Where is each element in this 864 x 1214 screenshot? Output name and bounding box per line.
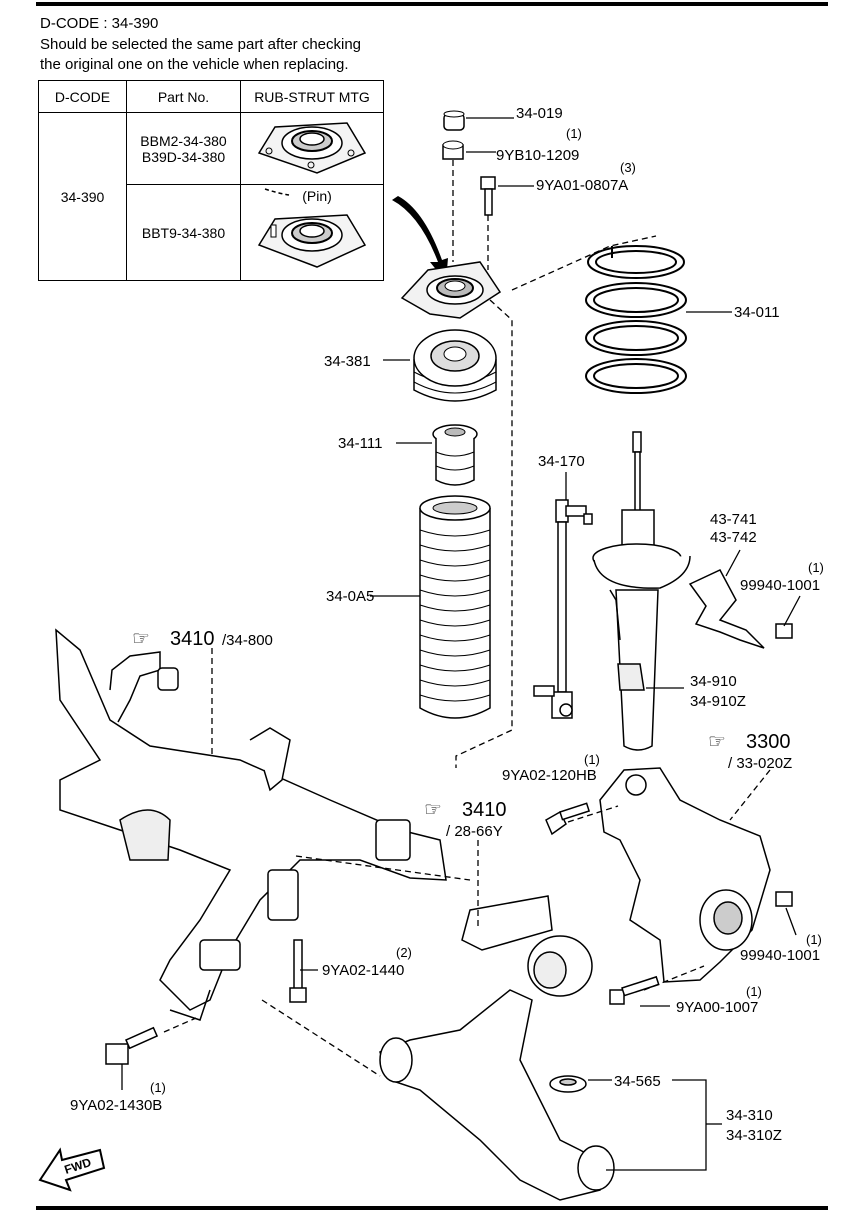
label-34-381: 34-381 <box>324 353 371 370</box>
shock-absorber-34-910 <box>592 431 691 751</box>
qty-99940-lower: (1) <box>806 932 822 947</box>
label-34-310: 34-310 <box>726 1107 773 1124</box>
callout-labels: 34-019 (1) 9YB10-1209 (3) 9YA01-0807A 34… <box>70 105 824 1144</box>
bolt-9ya02-1440 <box>289 939 307 1003</box>
table-header-rub-strut-mtg: RUB-STRUT MTG <box>240 80 384 113</box>
hand-icon-3410-b: ☞ <box>424 799 442 821</box>
label-9yb10-1209: 9YB10-1209 <box>496 147 579 164</box>
strut-mount-illustration <box>257 122 367 174</box>
hand-icon-3300: ☞ <box>708 731 726 753</box>
qty-9ya02-1430: (1) <box>150 1080 166 1095</box>
qty-9ya02-1440: (2) <box>396 945 412 960</box>
dcode-note-line1: Should be selected the same part after c… <box>40 36 362 53</box>
pin-marker <box>270 224 277 238</box>
label-99940-1001-lower: 99940-1001 <box>740 947 820 964</box>
table-cell-dcode: 34-390 <box>38 112 127 281</box>
label-9ya00-1007: 9YA00-1007 <box>676 999 758 1016</box>
label-34-565: 34-565 <box>614 1073 661 1090</box>
steering-knuckle <box>599 767 771 983</box>
bump-stop-34-111 <box>432 424 478 486</box>
strut-mount-pin-illustration: (Pin) <box>257 188 367 268</box>
label-3410-b-ref: / 28-66Y <box>446 823 503 840</box>
label-9ya02-120hb: 9YA02-120HB <box>502 767 597 784</box>
strut-mount-34-390 <box>400 261 502 319</box>
bracket-43-741 <box>688 569 765 649</box>
bolt-9ya02-1430b <box>105 1026 159 1065</box>
nut-99940-1001-lower <box>775 891 793 907</box>
bolt-9ya02-120hb <box>545 802 591 836</box>
label-34-111: 34-111 <box>338 435 382 452</box>
part-number: BBM2-34-380 <box>140 132 227 149</box>
dcode-note-line2: the original one on the vehicle when rep… <box>40 56 349 73</box>
assembly-lines <box>452 160 657 768</box>
bearing-34-381 <box>413 329 497 402</box>
fwd-arrow-icon: FWD <box>38 1147 106 1192</box>
label-3300-ref: / 33-020Z <box>728 755 792 772</box>
label-43-741: 43-741 <box>710 511 757 528</box>
label-34-310z: 34-310Z <box>726 1127 782 1144</box>
table-cell-part-row2: BBT9-34-380 <box>126 184 241 281</box>
label-3410-a: 3410 <box>170 628 215 650</box>
label-3410-a-ref: /34-800 <box>222 632 273 649</box>
label-9ya01-0807a: 9YA01-0807A <box>536 177 628 194</box>
label-43-742: 43-742 <box>710 529 757 546</box>
label-34-910z: 34-910Z <box>690 693 746 710</box>
dcode-note-title: D-CODE : 34-390 <box>40 15 159 32</box>
label-34-170: 34-170 <box>538 453 585 470</box>
label-34-019: 34-019 <box>516 105 563 122</box>
leader-lines <box>121 117 801 1171</box>
label-9ya02-1430b: 9YA02-1430B <box>70 1097 162 1114</box>
part-number: B39D-34-380 <box>141 148 226 165</box>
label-34-910: 34-910 <box>690 673 737 690</box>
table-cell-image-row1 <box>240 112 384 185</box>
nut-9yb10-1209 <box>442 140 464 160</box>
label-3410-b: 3410 <box>462 799 507 821</box>
label-34-0a5: 34-0A5 <box>326 588 374 605</box>
leader-dashed-lines <box>163 648 771 1077</box>
stabilizer-link-34-170 <box>533 499 593 719</box>
nut-99940-1001-upper <box>775 623 793 639</box>
dcode-table: D-CODE Part No. RUB-STRUT MTG 34-390 BBM… <box>38 80 384 281</box>
label-3300: 3300 <box>746 731 791 753</box>
dust-boot-34-0a5 <box>419 495 491 719</box>
table-cell-part-row1: BBM2-34-380 B39D-34-380 <box>126 112 241 185</box>
coil-spring-34-011 <box>585 245 687 394</box>
qty-9ya01: (3) <box>620 160 636 175</box>
lower-control-arm-34-310 <box>379 895 615 1201</box>
cap-34-019 <box>443 110 465 131</box>
qty-9yb10: (1) <box>566 126 582 141</box>
crossmember <box>55 628 447 1021</box>
qty-9ya02-120: (1) <box>584 752 600 767</box>
table-header-part-no: Part No. <box>126 80 241 113</box>
label-99940-1001-upper: 99940-1001 <box>740 577 820 594</box>
table-cell-image-row2: (Pin) <box>240 184 384 281</box>
bolt-9ya01-0807a <box>480 176 496 216</box>
qty-9ya00: (1) <box>746 984 762 999</box>
qty-99940-upper: (1) <box>808 560 824 575</box>
label-9ya02-1440: 9YA02-1440 <box>322 962 404 979</box>
bolt-9ya00-1007 <box>609 975 660 1005</box>
hand-icon-3410-a: ☞ <box>132 628 150 650</box>
label-34-011: 34-011 <box>734 304 780 321</box>
pin-label: (Pin) <box>302 188 332 204</box>
